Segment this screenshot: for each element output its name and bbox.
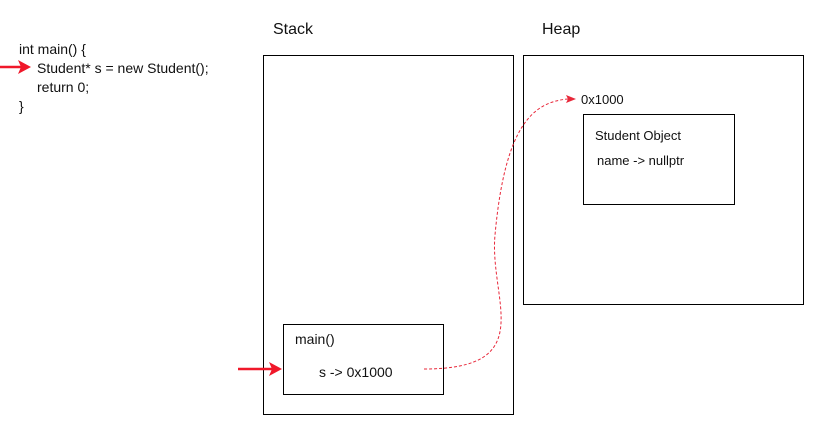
student-object-field: name -> nullptr	[597, 153, 685, 168]
code-line-2: Student* s = new Student();	[37, 60, 209, 76]
heap-address-label: 0x1000	[581, 92, 624, 107]
code-line-3: return 0;	[37, 79, 90, 95]
stack-frame-variable: s -> 0x1000	[319, 364, 393, 380]
stack-heading: Stack	[273, 21, 314, 38]
stack-frame-title: main()	[295, 331, 335, 347]
code-line-1: int main() {	[19, 41, 86, 57]
heap-heading: Heap	[542, 21, 581, 38]
current-line-arrow-icon	[0, 60, 31, 74]
main-stack-frame: main() s -> 0x1000	[283, 324, 444, 395]
student-object-box: Student Object name -> nullptr	[583, 114, 735, 205]
code-line-4: }	[19, 98, 24, 114]
student-object-title: Student Object	[595, 128, 681, 143]
